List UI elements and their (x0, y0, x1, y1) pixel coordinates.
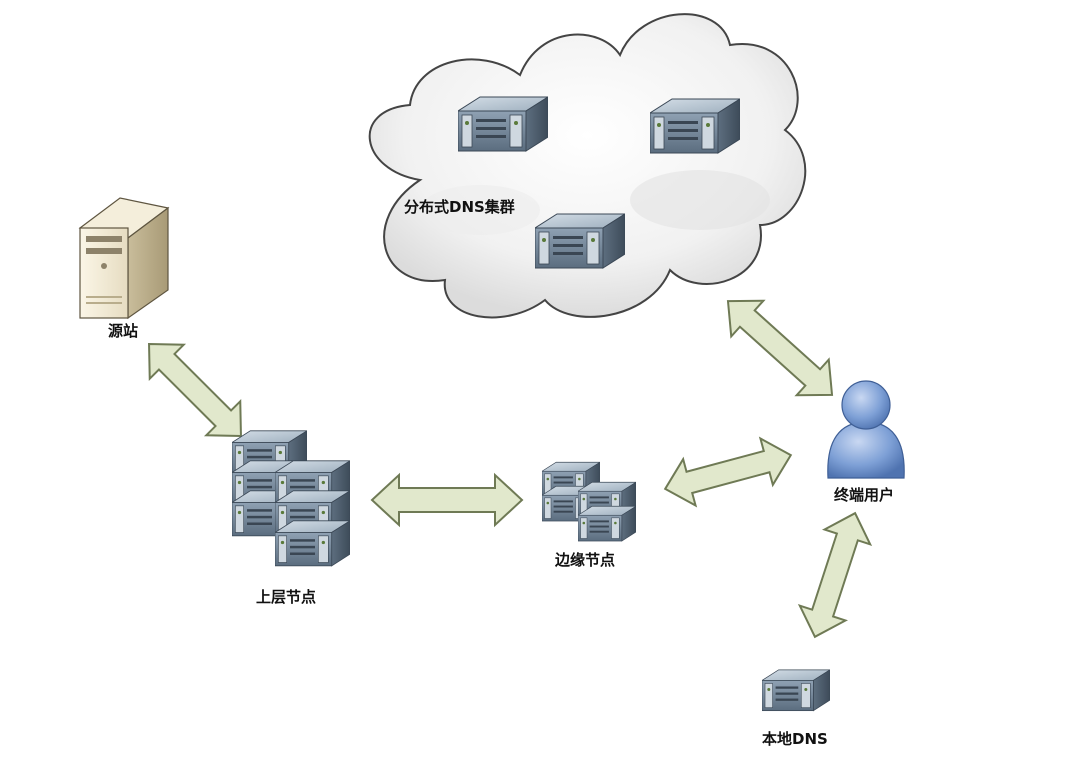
edge-node-servers-icon (542, 461, 636, 542)
origin-server-icon (78, 197, 170, 320)
edge-node-label: 边缘节点 (555, 551, 616, 569)
end-user-icon (827, 380, 905, 479)
origin-label: 源站 (108, 322, 139, 340)
local-dns-label: 本地DNS (762, 730, 828, 748)
arrows (148, 299, 873, 639)
dns-cluster-label: 分布式DNS集群 (404, 198, 515, 216)
end-user-label: 终端用户 (834, 486, 895, 504)
upper-node-servers-icon (232, 430, 350, 567)
dns-server-icon (535, 213, 625, 269)
upper-node-label: 上层节点 (256, 588, 317, 606)
dns-cloud (368, 13, 807, 319)
dns-server-icon (650, 98, 740, 154)
arrow-user-localdns (797, 511, 873, 639)
arrow-dns-user (726, 299, 834, 397)
local-dns-server-icon (762, 669, 830, 712)
arrow-upper-edge (370, 472, 524, 528)
dns-server-icon (458, 96, 548, 152)
arrow-origin-upper (148, 343, 242, 437)
arrow-edge-user (663, 436, 793, 508)
